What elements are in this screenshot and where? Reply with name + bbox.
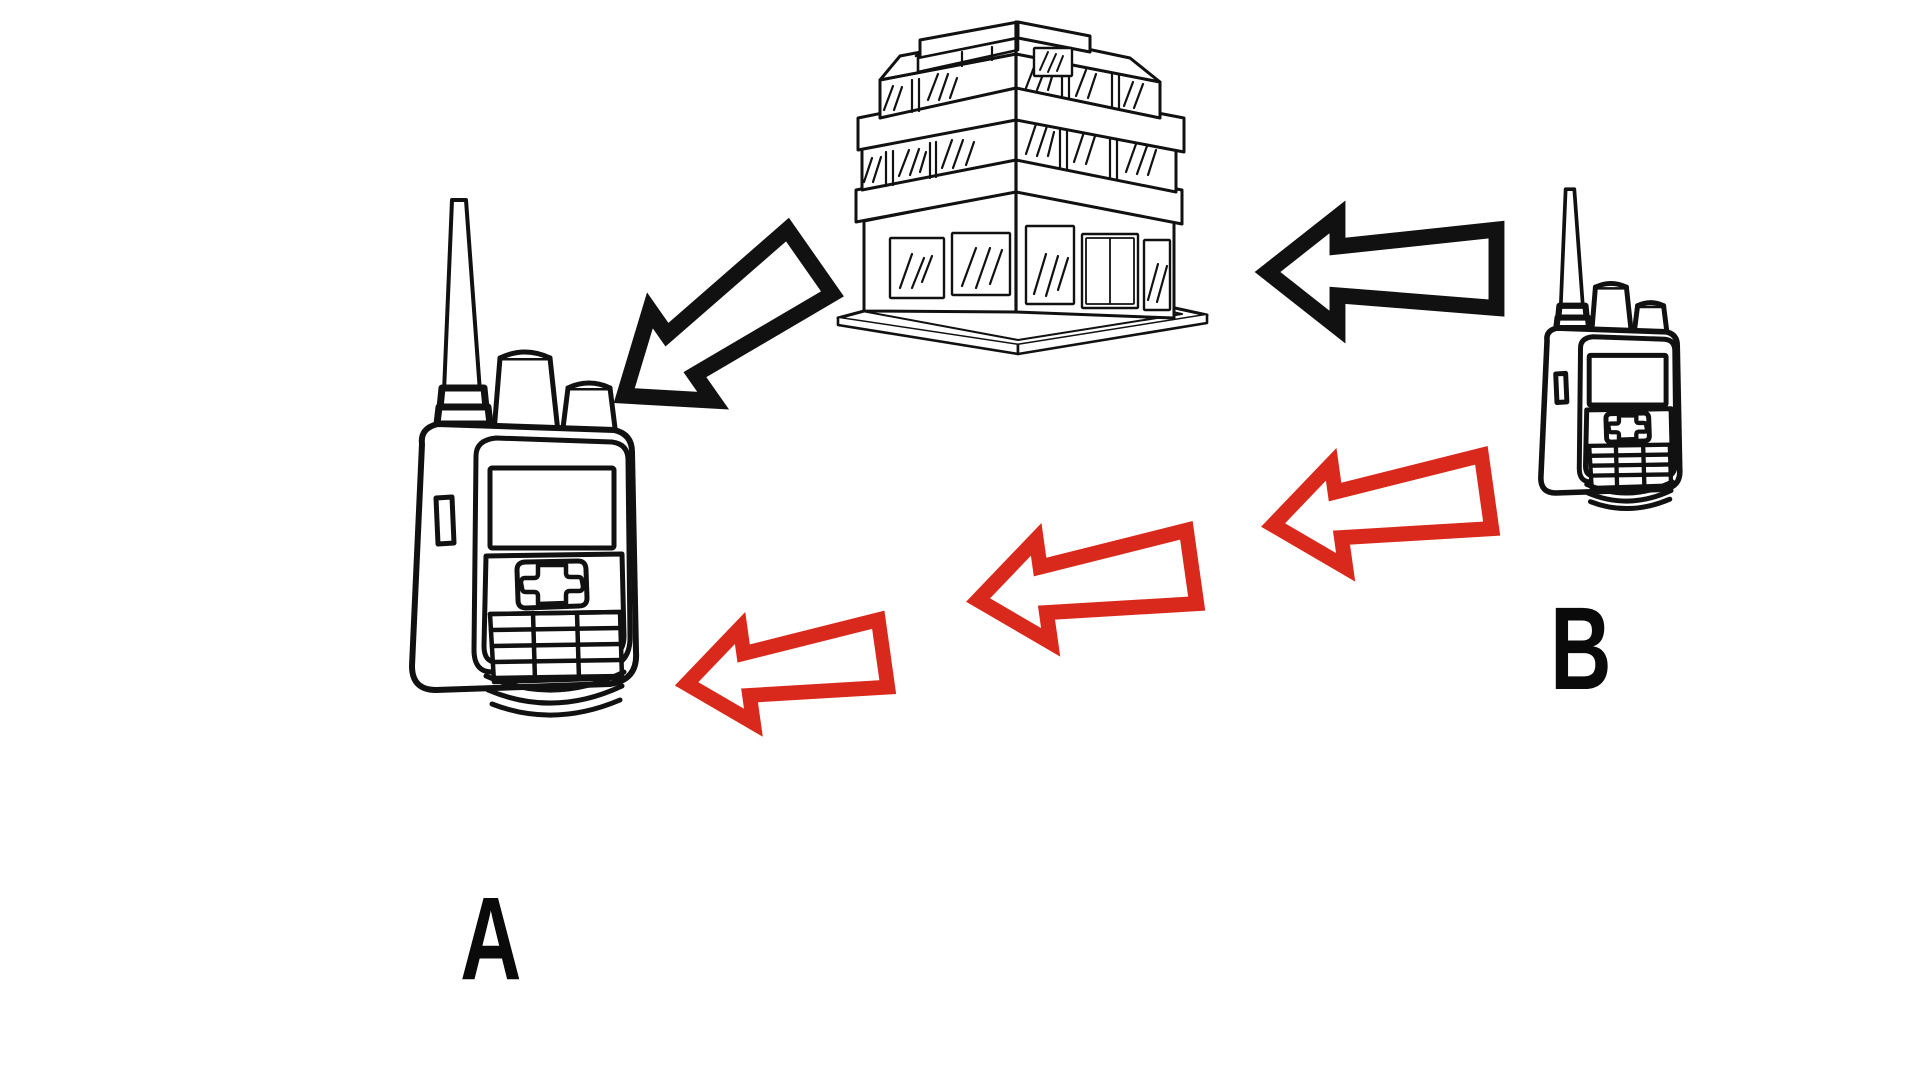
building-rooftop-structure xyxy=(914,20,1092,78)
arrow-red-left xyxy=(680,609,890,731)
office-building xyxy=(836,20,1209,356)
radio-a-knob-large[interactable] xyxy=(491,349,561,435)
radio-a-display xyxy=(487,465,617,551)
radio-b-display xyxy=(1586,352,1669,408)
radio-b-ptt-button[interactable] xyxy=(1553,370,1570,405)
radio-b-knob-large[interactable] xyxy=(1589,280,1634,336)
arrow-red-middle xyxy=(971,518,1199,651)
radio-b-dpad[interactable] xyxy=(1603,410,1652,445)
radio-a-label: A xyxy=(460,873,521,1005)
building-floor-1-left xyxy=(862,189,1018,314)
radio-b[interactable] xyxy=(1538,187,1683,511)
radio-a-dpad[interactable] xyxy=(514,558,590,611)
radio-a-speaker-grille xyxy=(483,669,627,718)
radio-b-antenna xyxy=(1553,187,1593,332)
radio-b-label: B xyxy=(1550,583,1611,715)
arrow-black-right xyxy=(1268,217,1497,327)
arrow-red-right xyxy=(1266,443,1494,576)
window-reflection-hatch xyxy=(898,246,1004,290)
radio-a-antenna xyxy=(433,198,494,428)
radio-b-keypad[interactable] xyxy=(1587,442,1674,491)
arrow-black-left xyxy=(593,219,844,441)
radio-a[interactable] xyxy=(409,198,640,718)
radio-a-keypad[interactable] xyxy=(487,609,625,685)
radio-b-speaker-grille xyxy=(1584,479,1675,511)
radio-a-ptt-button[interactable] xyxy=(433,494,457,547)
